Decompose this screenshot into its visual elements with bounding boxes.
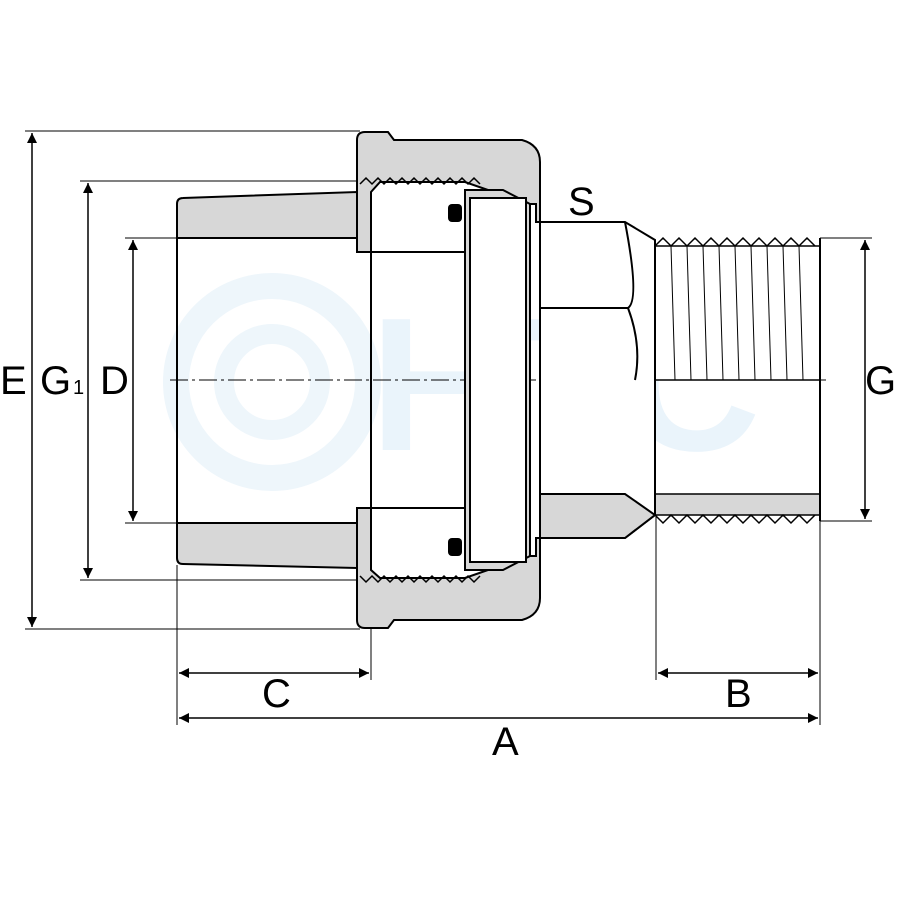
tailpiece-flange [464,189,531,571]
o-ring-top [448,204,462,222]
label-a: A [492,720,519,764]
hex-body [539,221,657,539]
label-g1-subscript: 1 [73,377,84,399]
label-d: D [100,359,129,403]
label-g1: G [40,359,71,403]
label-c: C [262,672,291,716]
label-g: G [865,359,896,403]
label-b: B [725,672,752,716]
o-ring-seals [448,204,462,556]
extension-lines [25,130,872,725]
dimension-lines [27,133,870,723]
dimension-labels: E G 1 D S G C B A [0,180,896,764]
label-e: E [0,359,27,403]
socket-end [176,190,358,570]
label-s: S [568,180,595,224]
union-nut [356,131,541,629]
inner-bore [370,251,465,509]
o-ring-bottom [448,538,462,556]
male-threaded-end [654,236,821,525]
